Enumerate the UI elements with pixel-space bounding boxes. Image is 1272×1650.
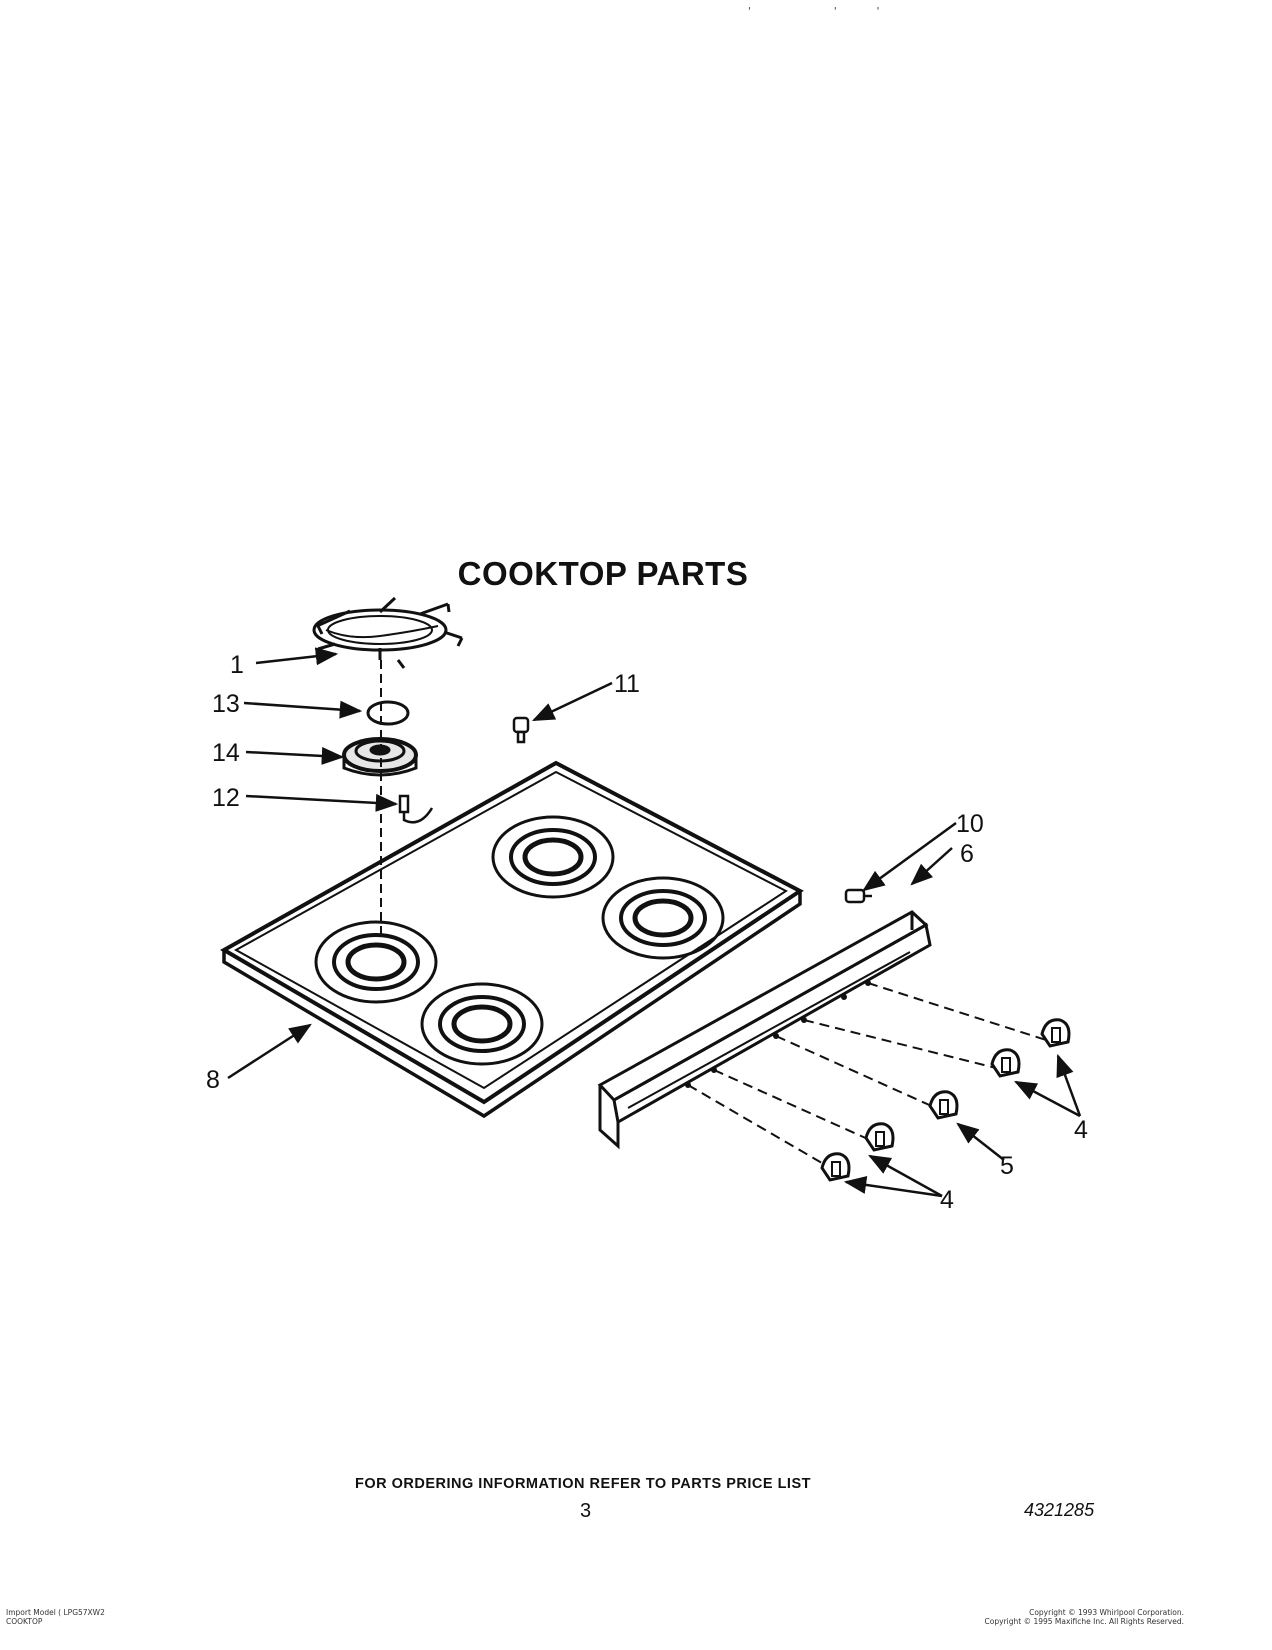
shutoff-valve xyxy=(844,888,872,904)
copyright-notice: Copyright © 1993 Whirlpool Corporation. … xyxy=(985,1608,1184,1626)
document-number: 4321285 xyxy=(1024,1500,1095,1520)
model-info: Import Model ( LPG57XW2 COOKTOP xyxy=(6,1608,105,1626)
callout-10: 10 xyxy=(956,810,984,838)
burner-cap xyxy=(366,700,410,726)
control-knob xyxy=(864,1122,895,1152)
callout-14: 14 xyxy=(212,739,240,767)
model-info-line: Import Model ( LPG57XW2 xyxy=(6,1608,105,1617)
callout-8: 8 xyxy=(206,1066,220,1094)
callout-12: 12 xyxy=(212,784,240,812)
scan-marks: ' '' xyxy=(748,6,920,17)
control-knobs xyxy=(820,1018,1071,1182)
callout-11: 11 xyxy=(614,670,640,698)
control-knob xyxy=(928,1090,959,1120)
manifold-panel xyxy=(597,910,932,1150)
control-knob xyxy=(990,1048,1021,1078)
burner-grate xyxy=(312,596,464,669)
page-number: 3 xyxy=(580,1500,592,1522)
callout-5: 5 xyxy=(1000,1152,1014,1180)
model-info-line: COOKTOP xyxy=(6,1617,43,1626)
control-knob xyxy=(820,1152,851,1182)
burner-valve xyxy=(512,716,530,744)
callout-4-right: 4 xyxy=(1074,1116,1088,1144)
copyright-line: Copyright © 1995 Maxifiche Inc. All Righ… xyxy=(984,1617,1184,1626)
ordering-note: FOR ORDERING INFORMATION REFER TO PARTS … xyxy=(355,1476,811,1492)
callout-1: 1 xyxy=(230,651,244,679)
igniter xyxy=(398,794,434,824)
control-knob xyxy=(1040,1018,1071,1048)
knob-alignment-lines xyxy=(687,982,1047,1171)
callout-6: 6 xyxy=(960,840,974,868)
copyright-line: Copyright © 1993 Whirlpool Corporation. xyxy=(1029,1608,1184,1617)
callout-13: 13 xyxy=(212,690,240,718)
callout-4-left: 4 xyxy=(940,1186,954,1214)
page-title: COOKTOP PARTS xyxy=(457,555,749,592)
leader-lines xyxy=(227,647,1082,1198)
cooktop-panel xyxy=(219,760,804,1119)
